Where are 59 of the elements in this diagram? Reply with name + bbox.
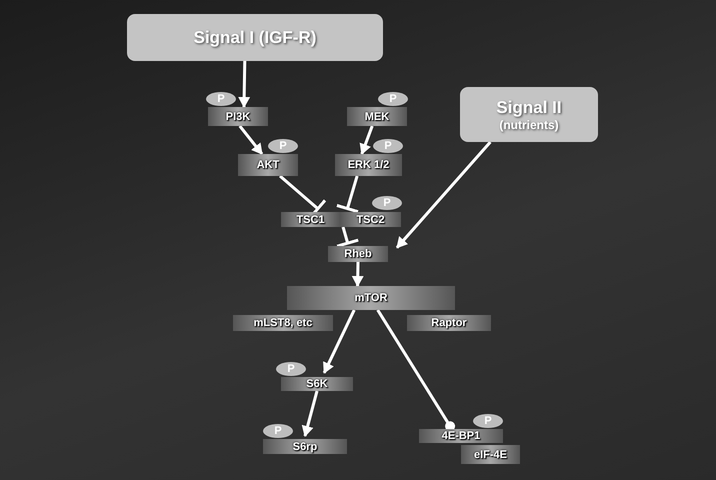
node-label: Signal II	[496, 98, 562, 118]
node-label: AKT	[256, 159, 280, 171]
phosphate-oval	[373, 139, 403, 153]
protein-box	[419, 429, 503, 443]
protein-box	[281, 377, 353, 391]
protein-box	[347, 107, 407, 126]
protein-box	[281, 212, 340, 227]
protein-box	[263, 439, 347, 454]
protein-box	[407, 315, 491, 331]
arrow	[302, 390, 318, 437]
node-label: TSC2	[356, 214, 385, 226]
protein-box	[287, 286, 455, 310]
arrow	[238, 125, 264, 155]
node-label: Raptor	[431, 317, 467, 329]
protein-box	[335, 154, 402, 176]
inhibition-line	[336, 226, 359, 248]
phosphate-oval	[276, 362, 306, 376]
node-label: P	[383, 197, 391, 209]
arrow	[238, 60, 250, 108]
inhibition-line	[336, 176, 359, 214]
signal-box	[127, 14, 383, 61]
node-label: eIF-4E	[474, 448, 507, 460]
node-label: P	[384, 140, 392, 152]
node-label: 4E-BP1	[442, 430, 480, 442]
node-label: S6K	[306, 378, 328, 390]
phosphate-oval	[473, 414, 503, 428]
arrow	[396, 141, 492, 249]
node-label: P	[484, 415, 492, 427]
protein-box	[238, 154, 298, 176]
node-label: mLST8, etc	[254, 317, 312, 329]
node-label: Signal I (IGF-R)	[194, 28, 316, 48]
node-label: P	[279, 140, 287, 152]
node-label: P	[287, 363, 295, 375]
node-label: P	[217, 93, 225, 105]
node-label: P	[389, 93, 397, 105]
protein-box	[208, 107, 268, 126]
phosphate-oval	[206, 92, 236, 106]
node-label: mTOR	[354, 292, 388, 304]
node-label: MEK	[364, 110, 390, 122]
arrow	[360, 125, 374, 155]
node-label: ERK 1/2	[348, 159, 390, 171]
arrow	[322, 309, 356, 374]
phosphate-oval	[378, 92, 408, 106]
protein-box	[461, 445, 520, 464]
node-label: P	[274, 425, 282, 437]
node-label: Rheb	[344, 248, 372, 260]
protein-box	[340, 212, 401, 227]
node-label: TSC1	[296, 214, 325, 226]
arrow	[352, 262, 364, 287]
dot-ended-line	[376, 309, 456, 432]
node-label: (nutrients)	[499, 118, 559, 132]
phosphate-oval	[263, 424, 293, 438]
signal-box	[460, 87, 598, 142]
protein-box	[328, 246, 388, 262]
node-label: S6rp	[292, 440, 318, 452]
protein-box	[233, 315, 333, 331]
phosphate-oval	[372, 196, 402, 210]
phosphate-oval	[268, 139, 298, 153]
node-label: PI3K	[226, 110, 250, 122]
